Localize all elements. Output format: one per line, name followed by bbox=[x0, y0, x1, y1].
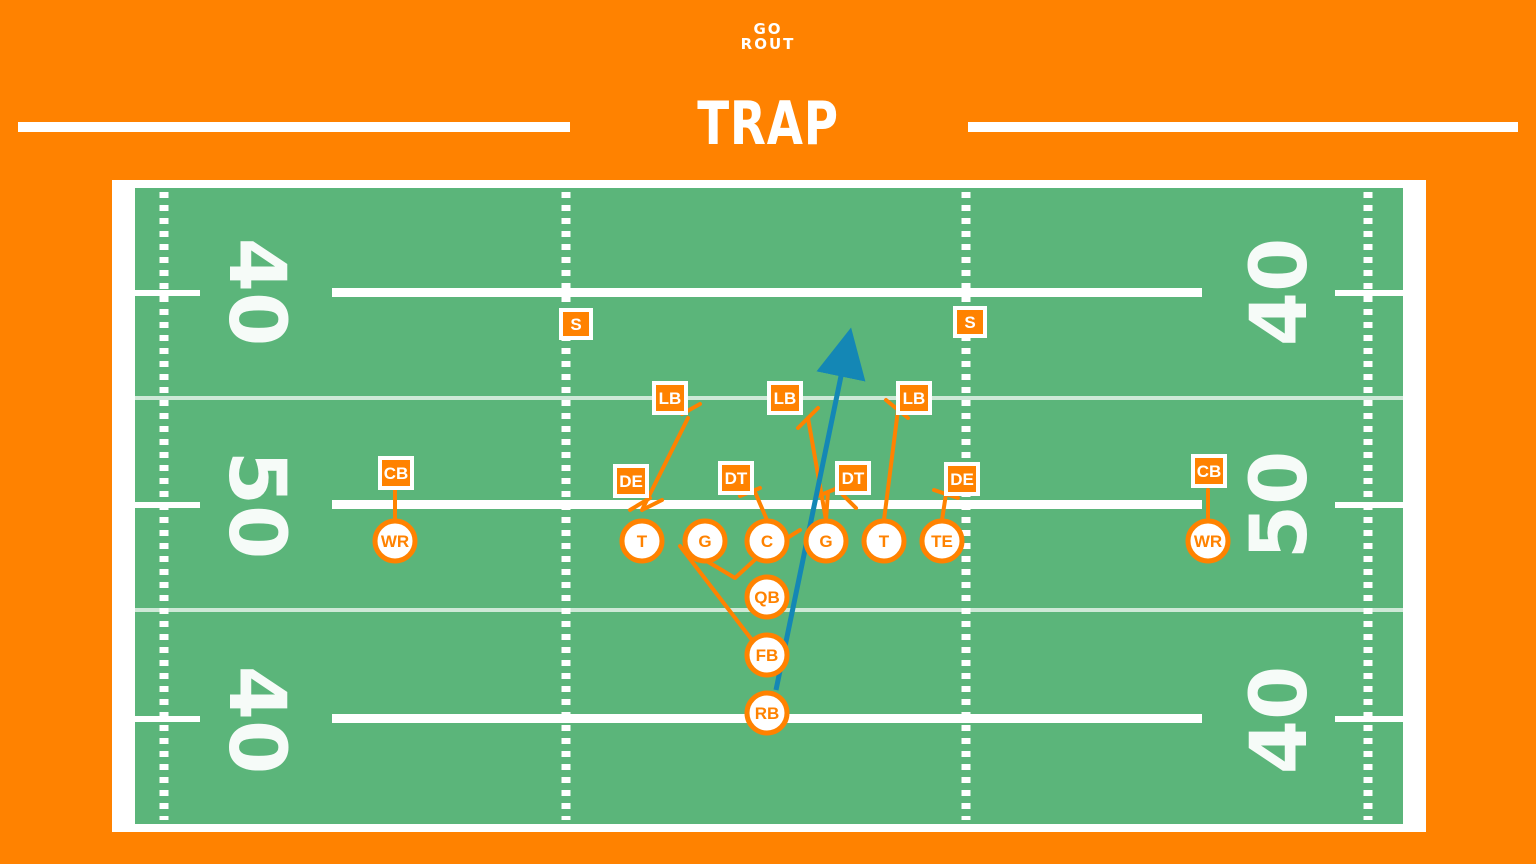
yard-line-50 bbox=[332, 500, 1202, 509]
guard-left: G bbox=[682, 518, 728, 564]
svg-text:T: T bbox=[637, 532, 648, 551]
cornerback-left: CB bbox=[378, 456, 414, 490]
defensive-tackle-right: DT bbox=[835, 461, 871, 495]
wide-receiver-left: WR bbox=[372, 518, 418, 564]
block-line-t-to-lb bbox=[640, 416, 690, 512]
svg-text:TE: TE bbox=[931, 532, 953, 551]
fullback: FB bbox=[744, 632, 790, 678]
svg-text:LB: LB bbox=[903, 389, 926, 408]
block-line-te bbox=[940, 492, 948, 522]
defensive-end-left: DE bbox=[613, 464, 649, 498]
svg-text:CB: CB bbox=[1197, 462, 1222, 481]
logo-line-1: GO bbox=[753, 20, 783, 38]
yard-number-50: 50 bbox=[211, 451, 301, 560]
block-line-g-dt bbox=[824, 490, 830, 522]
safety-right: S bbox=[953, 306, 987, 338]
cornerback-right: CB bbox=[1191, 454, 1227, 488]
title-divider-right bbox=[968, 122, 1518, 132]
svg-text:CB: CB bbox=[384, 464, 409, 483]
go-rout-logo: GO ROUT bbox=[700, 22, 836, 52]
wide-receiver-right: WR bbox=[1185, 518, 1231, 564]
svg-text:QB: QB bbox=[754, 588, 780, 607]
running-back: RB bbox=[744, 690, 790, 736]
sideline-stub bbox=[1335, 716, 1403, 722]
block-line-fb bbox=[678, 544, 754, 642]
blocking-assignments bbox=[393, 398, 1210, 642]
quarterback: QB bbox=[744, 574, 790, 620]
svg-text:S: S bbox=[570, 315, 581, 334]
tackle-right: T bbox=[861, 518, 907, 564]
block-line-g-to-lb bbox=[806, 416, 828, 522]
sideline-stub bbox=[135, 716, 200, 722]
yard-number-50: 50 bbox=[1235, 451, 1325, 560]
svg-text:LB: LB bbox=[774, 389, 797, 408]
yard-number-40: 40 bbox=[1235, 238, 1325, 347]
block-line-c bbox=[753, 490, 769, 522]
svg-text:WR: WR bbox=[381, 532, 409, 551]
svg-text:T: T bbox=[879, 532, 890, 551]
svg-text:S: S bbox=[964, 313, 975, 332]
offense: WR T G C G T TE WR QB FB RB bbox=[372, 518, 1231, 736]
yard-number-40: 40 bbox=[1235, 666, 1325, 775]
svg-text:G: G bbox=[819, 532, 832, 551]
guard-right: G bbox=[803, 518, 849, 564]
yard-line-40-top bbox=[332, 288, 1202, 297]
sideline-stub bbox=[135, 290, 200, 296]
sideline-stub bbox=[1335, 290, 1403, 296]
block-stop bbox=[796, 406, 820, 430]
center: C bbox=[744, 518, 790, 564]
block-line-t-left bbox=[640, 498, 664, 512]
linebacker-left: LB bbox=[652, 381, 688, 415]
svg-text:LB: LB bbox=[659, 389, 682, 408]
tackle-left: T bbox=[619, 518, 665, 564]
defense: S S LB LB LB DE DT DT DE CB CB bbox=[378, 306, 1227, 498]
svg-text:DE: DE bbox=[950, 470, 974, 489]
svg-text:RB: RB bbox=[755, 704, 780, 723]
svg-text:C: C bbox=[761, 532, 773, 551]
ball-carrier-route bbox=[773, 327, 866, 691]
svg-text:WR: WR bbox=[1194, 532, 1222, 551]
yard-number-40: 40 bbox=[211, 238, 301, 347]
block-line-t-to-lb-right bbox=[882, 408, 900, 522]
svg-text:DE: DE bbox=[619, 472, 643, 491]
defensive-tackle-left: DT bbox=[718, 461, 754, 495]
linebacker-middle: LB bbox=[767, 381, 803, 415]
yard-number-40: 40 bbox=[211, 666, 301, 775]
title-divider-left bbox=[18, 122, 570, 132]
svg-text:DT: DT bbox=[725, 469, 748, 488]
svg-text:G: G bbox=[698, 532, 711, 551]
safety-left: S bbox=[559, 308, 593, 340]
tight-end: TE bbox=[919, 518, 965, 564]
logo-line-2: ROUT bbox=[740, 35, 796, 53]
svg-text:DT: DT bbox=[842, 469, 865, 488]
linebacker-right: LB bbox=[896, 381, 932, 415]
defensive-end-right: DE bbox=[944, 462, 980, 496]
play-title: TRAP bbox=[697, 89, 839, 159]
svg-text:FB: FB bbox=[756, 646, 779, 665]
